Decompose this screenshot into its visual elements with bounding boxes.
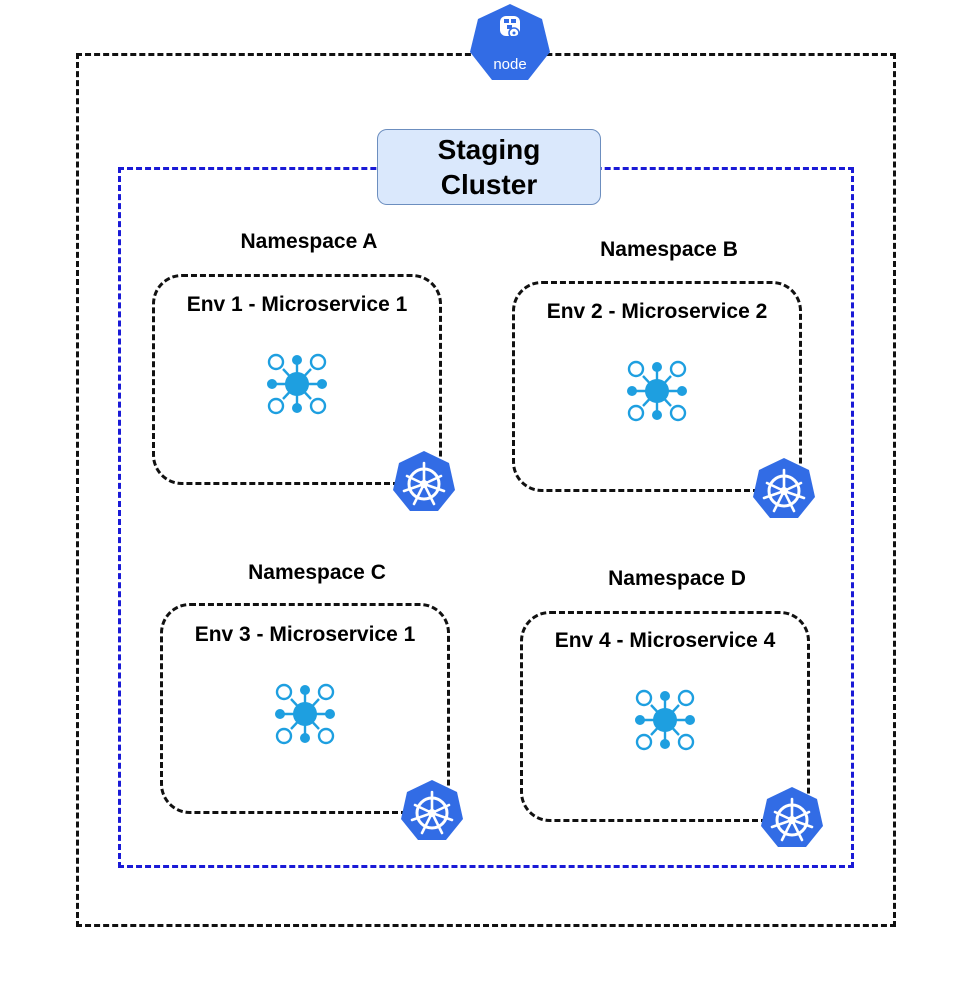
env-box-3	[160, 603, 450, 814]
kubernetes-helm-icon	[761, 787, 823, 847]
env-box-1	[152, 274, 442, 485]
env-2-label: Env 2 - Microservice 2	[546, 300, 768, 323]
kubernetes-helm-icon	[753, 458, 815, 518]
microservice-icon	[275, 683, 335, 745]
env-box-2	[512, 281, 802, 492]
namespace-b-label: Namespace B	[600, 238, 738, 261]
kubernetes-node-icon: node	[470, 4, 550, 80]
microservice-icon	[267, 353, 327, 415]
microservice-icon	[627, 360, 687, 422]
namespace-c-label: Namespace C	[248, 561, 386, 584]
microservice-icon	[635, 689, 695, 751]
env-box-4	[520, 611, 810, 822]
node-label: node	[493, 56, 526, 73]
namespace-d-label: Namespace D	[608, 567, 746, 590]
env-1-label: Env 1 - Microservice 1	[186, 293, 408, 316]
env-3-label: Env 3 - Microservice 1	[194, 623, 416, 646]
namespace-a-label: Namespace A	[240, 230, 378, 253]
cluster-title: Staging Cluster	[377, 129, 601, 205]
kubernetes-helm-icon	[401, 780, 463, 840]
kubernetes-helm-icon	[393, 451, 455, 511]
env-4-label: Env 4 - Microservice 4	[554, 629, 776, 652]
